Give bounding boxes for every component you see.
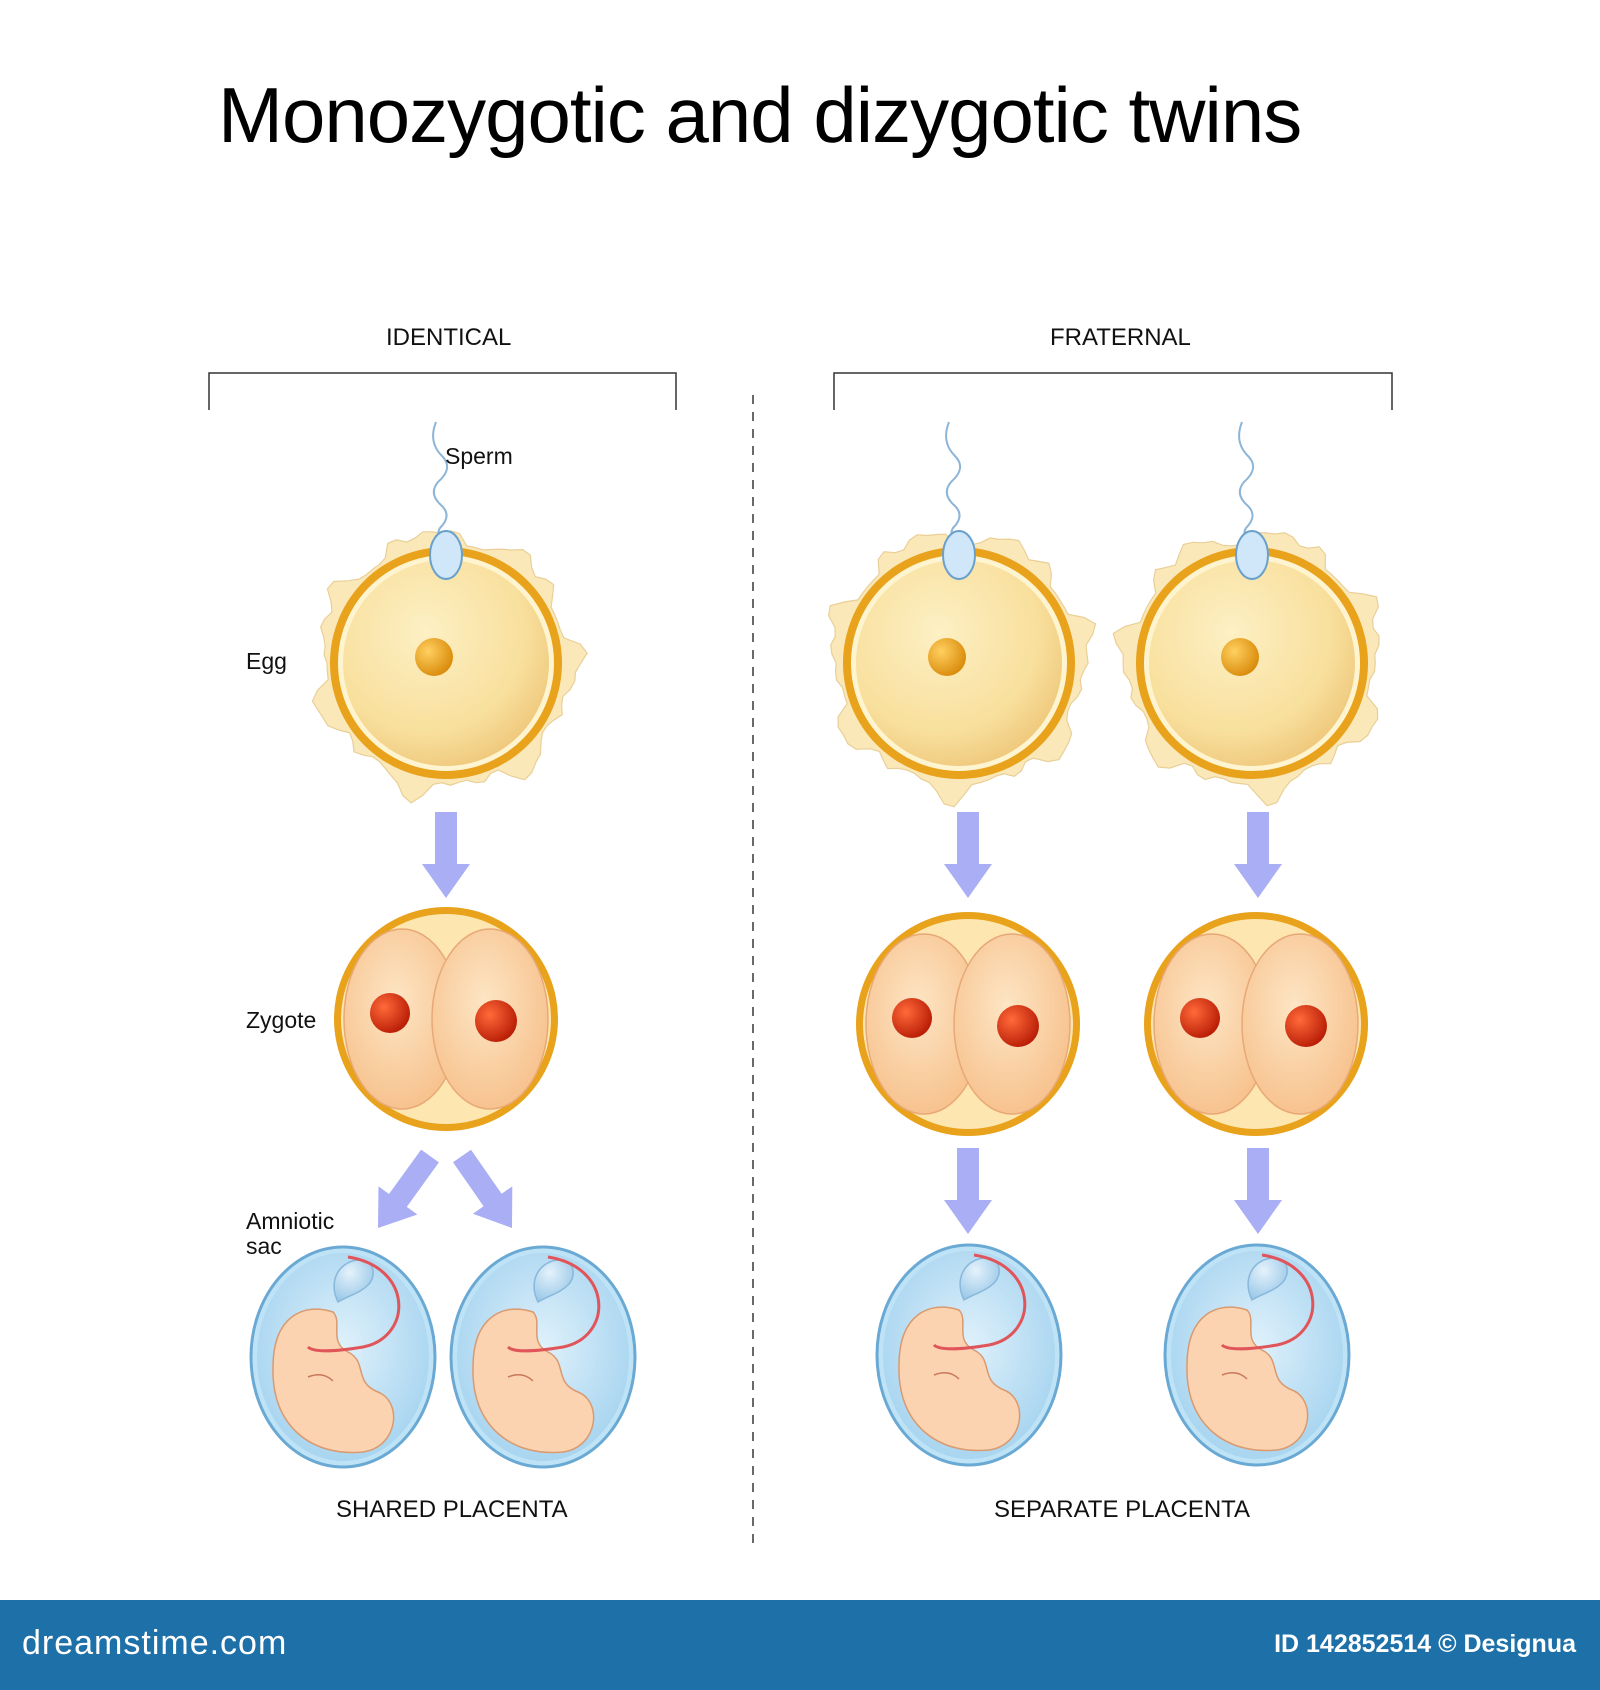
zygote-label: Zygote	[246, 1007, 317, 1033]
limb-bud	[933, 1372, 960, 1380]
shared-placenta-caption: SHARED PLACENTA	[336, 1496, 568, 1523]
separate-placenta-caption: SEPARATE PLACENTA	[994, 1496, 1251, 1523]
nucleus-left	[1180, 998, 1220, 1038]
nucleus	[1221, 638, 1259, 676]
nucleus-right	[475, 1000, 517, 1042]
amniotic-sac-label-line-1: Amniotic	[246, 1208, 335, 1234]
arrow-egg-to-zygote-identical	[422, 812, 470, 898]
arrow-shape	[422, 812, 470, 898]
umbilical-cord	[506, 1255, 601, 1353]
umbilical-cord	[1220, 1253, 1315, 1351]
embryo	[1186, 1306, 1309, 1452]
identical-heading: IDENTICAL	[386, 324, 512, 351]
arrow-shape	[378, 1149, 439, 1228]
sperm-label: Sperm	[445, 443, 513, 469]
nucleus-left	[892, 998, 932, 1038]
brand-logo: dreamstime.com	[22, 1624, 288, 1662]
umbilical-cord	[306, 1255, 401, 1353]
identical-sac-left	[249, 1245, 437, 1469]
nucleus	[415, 638, 453, 676]
sperm-tail	[1238, 421, 1255, 543]
fraternal-sac-2	[1163, 1243, 1351, 1467]
arrow-zygote-to-sac-fraternal-2	[1234, 1148, 1282, 1234]
footer-bar: dreamstime.com ID 142852514 © Designua	[0, 1600, 1600, 1690]
arrow-egg-to-zygote-fraternal-1	[944, 812, 992, 898]
fraternal-egg-1	[827, 421, 1097, 808]
arrow-shape	[1234, 812, 1282, 898]
page-title: Monozygotic and dizygotic twins	[218, 71, 1302, 159]
amniotic-sac-label: Amniotic sac	[246, 1209, 334, 1259]
limb-bud	[1221, 1372, 1248, 1380]
yolk-sac	[333, 1259, 374, 1304]
yolk-sac	[533, 1259, 574, 1304]
arrow-zygote-to-sac-left	[378, 1149, 439, 1228]
egg-label: Egg	[246, 648, 287, 674]
yolk-sac	[1247, 1257, 1288, 1302]
embryo	[272, 1308, 395, 1454]
identical-sac-right	[449, 1245, 637, 1469]
fraternal-zygote-1	[856, 912, 1080, 1136]
limb-bud	[507, 1374, 534, 1382]
arrow-shape	[1234, 1148, 1282, 1234]
nucleus-right	[1285, 1005, 1327, 1047]
image-credit: ID 142852514 © Designua	[1274, 1630, 1576, 1658]
sperm-head	[942, 530, 976, 580]
arrow-shape	[944, 1148, 992, 1234]
arrow-shape	[944, 812, 992, 898]
embryo	[898, 1306, 1021, 1452]
arrow-egg-to-zygote-fraternal-2	[1234, 812, 1282, 898]
fraternal-bracket	[833, 372, 1393, 410]
fraternal-zygote-2	[1144, 912, 1368, 1136]
identical-bracket	[208, 372, 677, 410]
arrow-zygote-to-sac-right	[453, 1149, 513, 1228]
embryo	[472, 1308, 595, 1454]
sperm-tail	[945, 421, 962, 543]
amniotic-sac-label-line-2: sac	[246, 1233, 282, 1259]
yolk-sac	[959, 1257, 1000, 1302]
sperm-head	[1235, 530, 1269, 580]
fraternal-sac-1	[875, 1243, 1063, 1467]
limb-bud	[307, 1374, 334, 1382]
identical-zygote	[334, 907, 558, 1131]
sperm-tail	[432, 421, 449, 543]
fraternal-heading: FRATERNAL	[1050, 324, 1191, 351]
sperm-head	[429, 530, 463, 580]
fraternal-egg-2	[1112, 421, 1380, 807]
arrow-shape	[453, 1149, 513, 1228]
umbilical-cord	[932, 1253, 1027, 1351]
nucleus-right	[997, 1005, 1039, 1047]
nucleus-left	[370, 993, 410, 1033]
nucleus	[928, 638, 966, 676]
identical-egg	[311, 421, 588, 804]
arrow-zygote-to-sac-fraternal-1	[944, 1148, 992, 1234]
